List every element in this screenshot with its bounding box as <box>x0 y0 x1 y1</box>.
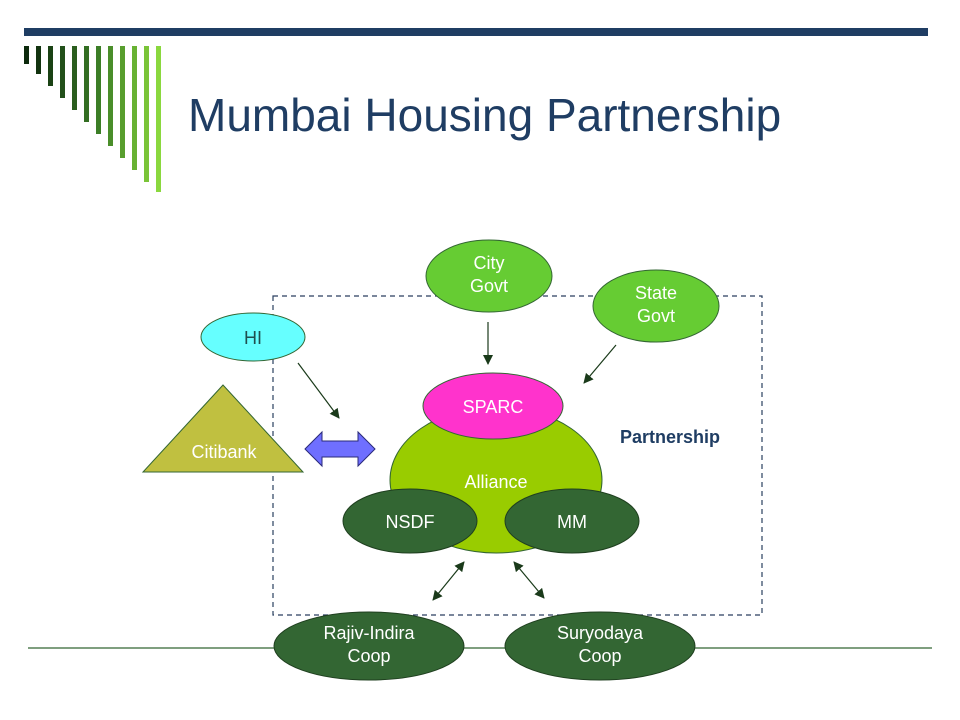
alliance-label: Alliance <box>464 472 528 492</box>
mm-node <box>504 488 640 554</box>
nsdf-node <box>342 488 478 554</box>
citibank-label: Citibank <box>191 442 257 462</box>
rajiv-indira-coop-node <box>273 611 465 681</box>
hi-node <box>200 312 306 362</box>
arrow-state-to-sparc <box>583 344 617 384</box>
state-govt-label: State Govt <box>634 283 678 326</box>
state-govt-node <box>592 269 720 343</box>
hi-label: HI <box>244 328 262 348</box>
citibank-alliance-double-arrow <box>304 430 376 468</box>
city-govt-node <box>425 239 553 313</box>
page-title: Mumbai Housing Partnership <box>188 89 782 141</box>
city-govt-label: City Govt <box>469 253 508 296</box>
nsdf-label: NSDF <box>385 512 435 532</box>
sparc-label: SPARC <box>462 397 524 417</box>
partnership-label: Partnership <box>620 427 721 447</box>
rajiv-indira-coop-label: Rajiv-Indira Coop <box>323 623 415 666</box>
sparc-node <box>422 372 564 440</box>
top-bar <box>24 28 928 36</box>
arrow-mm-suryodaya <box>513 561 545 599</box>
suryodaya-coop-node <box>504 611 696 681</box>
decorative-stripes <box>24 46 161 192</box>
citibank-node <box>141 384 305 473</box>
arrow-hi-to-alliance <box>297 362 340 419</box>
arrow-nsdf-rajiv <box>432 561 465 601</box>
mm-label: MM <box>557 512 587 532</box>
suryodaya-coop-label: Suryodaya Coop <box>556 623 644 666</box>
